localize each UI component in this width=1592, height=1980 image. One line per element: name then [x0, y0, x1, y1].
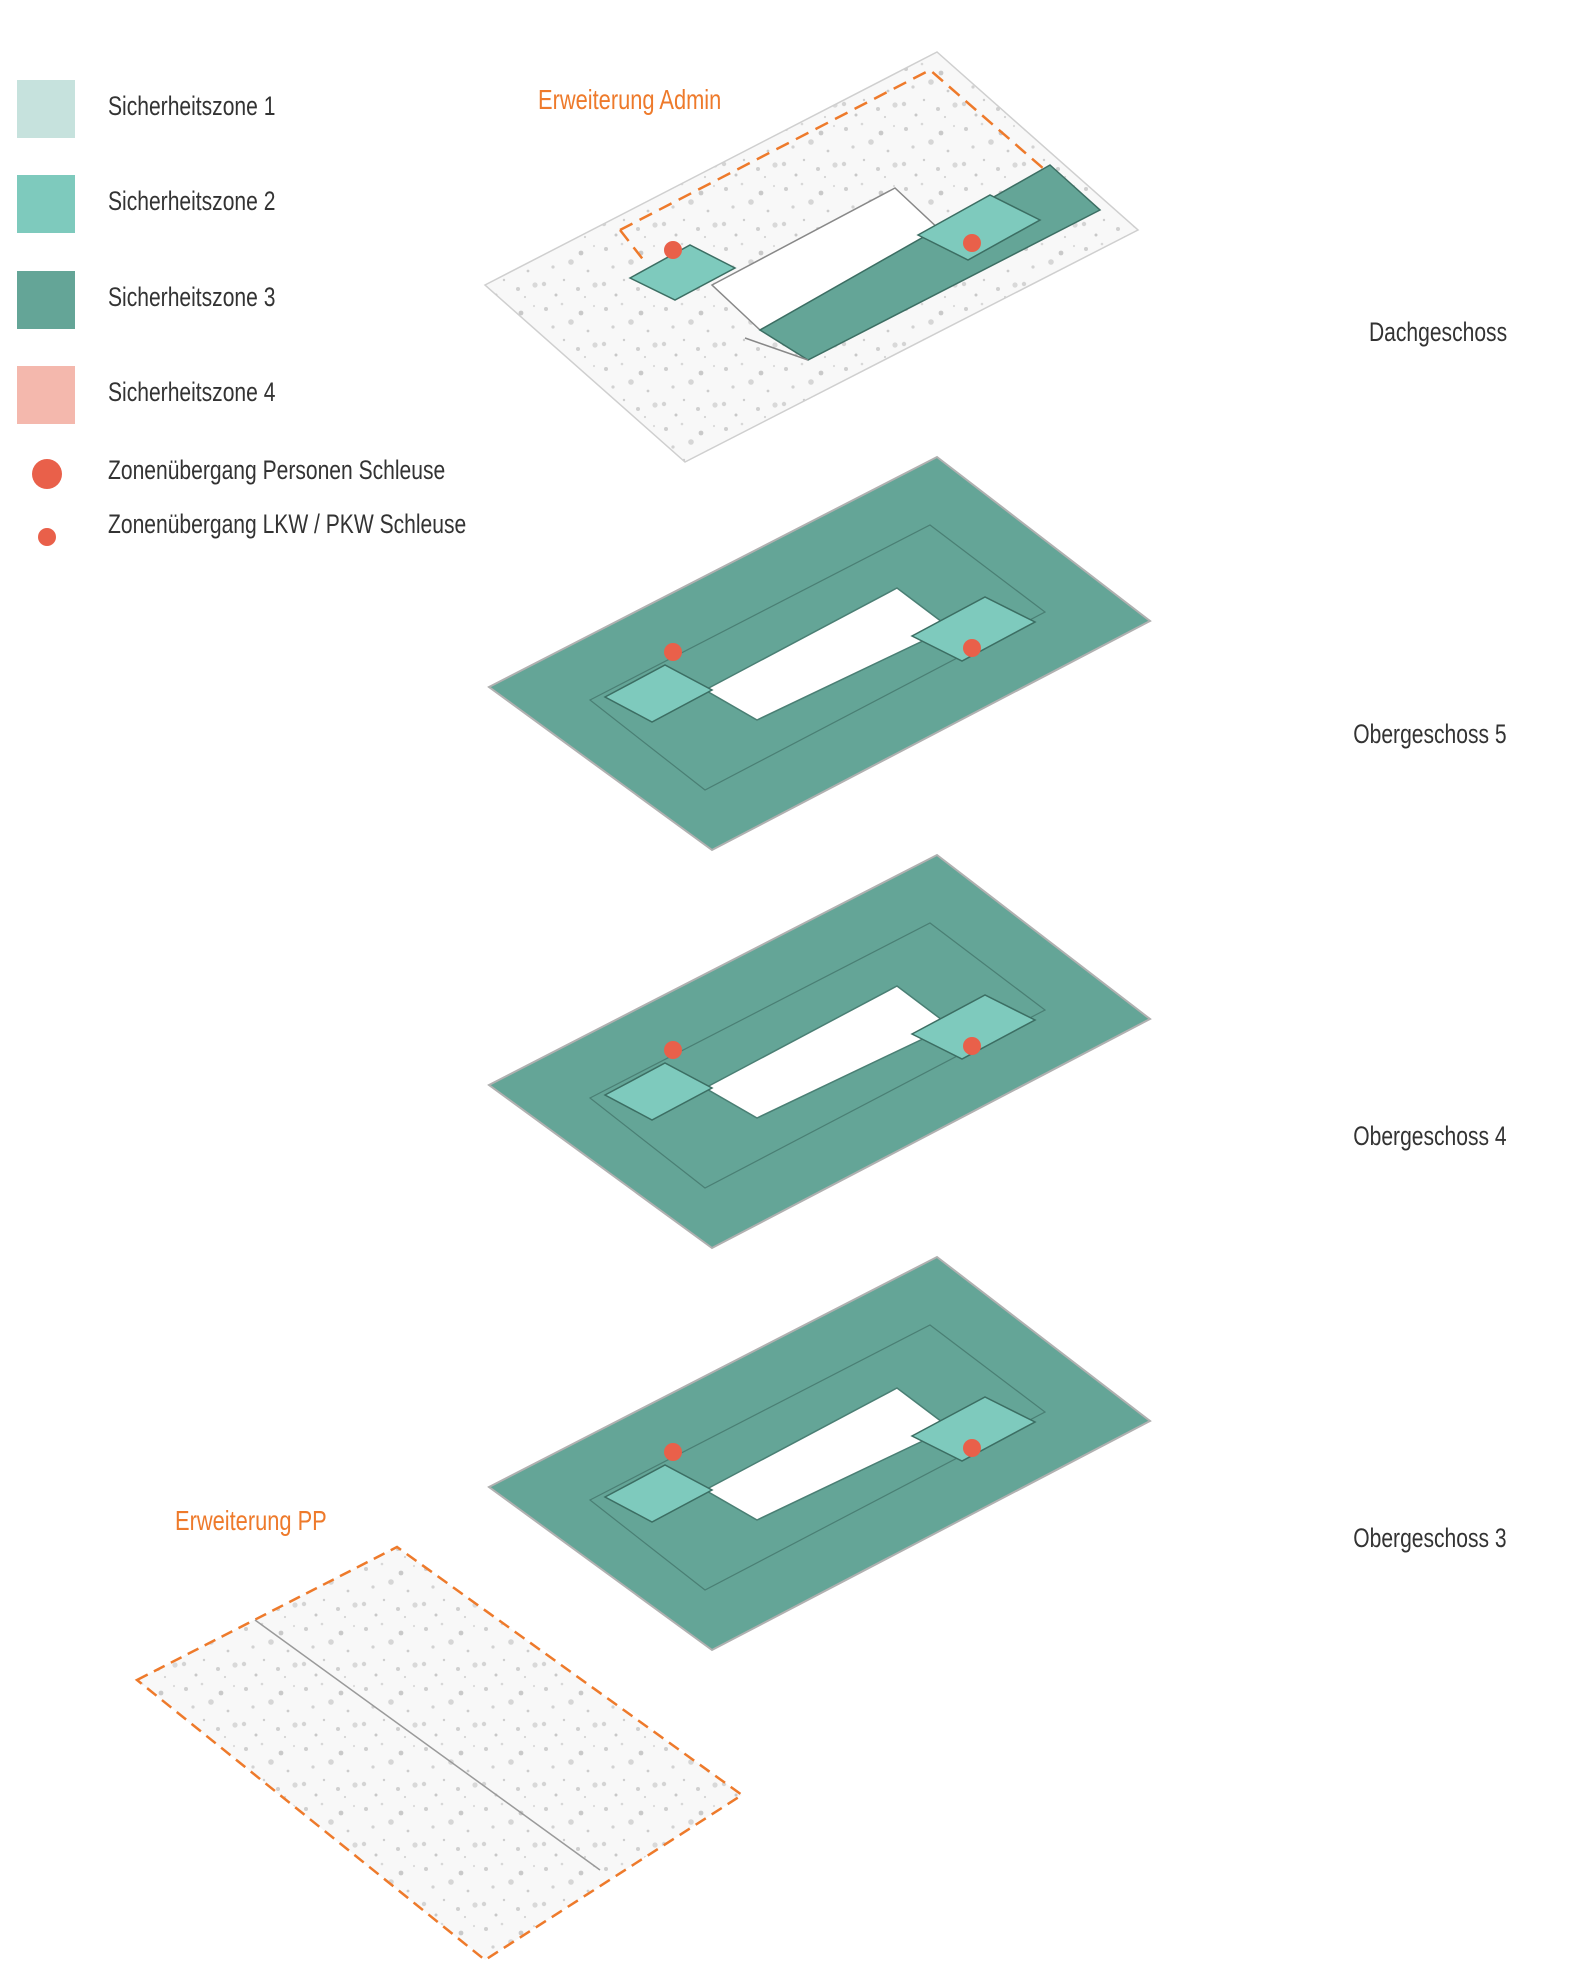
- roof-edge-line: [744, 337, 809, 361]
- core-right-og4: [910, 994, 1037, 1060]
- core-left-og4: [603, 1062, 714, 1121]
- floor-inner-ring-og5: [588, 524, 1047, 791]
- personnel-lock-marker: [664, 241, 682, 259]
- roof-core-right: [916, 194, 1042, 261]
- floor-dachgeschoss: [483, 51, 1140, 463]
- floor-obergeschoss-4: [487, 853, 1152, 1250]
- personnel-lock-marker: [963, 234, 981, 252]
- legend-swatch-zone-3: [17, 271, 75, 329]
- legend-label-zone-4: Sicherheitszone 4: [108, 377, 276, 407]
- personnel-lock-marker: [664, 1041, 682, 1059]
- legend-label-zone-3: Sicherheitszone 3: [108, 282, 276, 312]
- floor-label-og3: Obergeschoss 3: [1353, 1523, 1507, 1553]
- site-extension-pp: [134, 1545, 745, 1962]
- core-left-og3: [603, 1464, 714, 1523]
- legend-swatch-zone-2: [17, 175, 75, 233]
- vehicle-lock-legend-icon: [38, 528, 56, 546]
- floor-obergeschoss-3: [487, 1255, 1152, 1652]
- personnel-lock-marker: [664, 643, 682, 661]
- core-right-og3: [910, 1396, 1037, 1462]
- floor-inner-ring-og3: [588, 1324, 1047, 1591]
- core-left-og5: [603, 664, 714, 723]
- legend-label-vehicle-lock: Zonenübergang LKW / PKW Schleuse: [108, 509, 467, 539]
- legend-label-zone-2: Sicherheitszone 2: [108, 186, 276, 216]
- personnel-lock-marker: [963, 639, 981, 657]
- personnel-lock-marker: [664, 1443, 682, 1461]
- admin-extension-label: Erweiterung Admin: [538, 84, 722, 115]
- admin-extension-outline-side: [619, 229, 646, 263]
- parking-extension-divider: [254, 1619, 601, 1871]
- floor-label-dachgeschoss: Dachgeschoss: [1368, 317, 1507, 347]
- legend-swatch-zone-1: [17, 80, 75, 138]
- personnel-lock-legend-icon: [32, 459, 62, 489]
- floor-label-og4: Obergeschoss 4: [1353, 1121, 1507, 1151]
- personnel-lock-marker: [963, 1439, 981, 1457]
- personnel-lock-marker: [963, 1037, 981, 1055]
- legend-label-zone-1: Sicherheitszone 1: [108, 91, 276, 121]
- legend-label-personnel-lock: Zonenübergang Personen Schleuse: [108, 455, 446, 485]
- floor-label-og5: Obergeschoss 5: [1353, 719, 1507, 749]
- floor-obergeschoss-5: [487, 455, 1152, 852]
- admin-extension-outline: [619, 68, 1048, 232]
- legend-swatch-zone-4: [17, 366, 75, 424]
- core-right-og5: [910, 596, 1037, 662]
- floor-inner-ring-og4: [588, 922, 1047, 1189]
- parking-extension-label: Erweiterung PP: [175, 1505, 327, 1536]
